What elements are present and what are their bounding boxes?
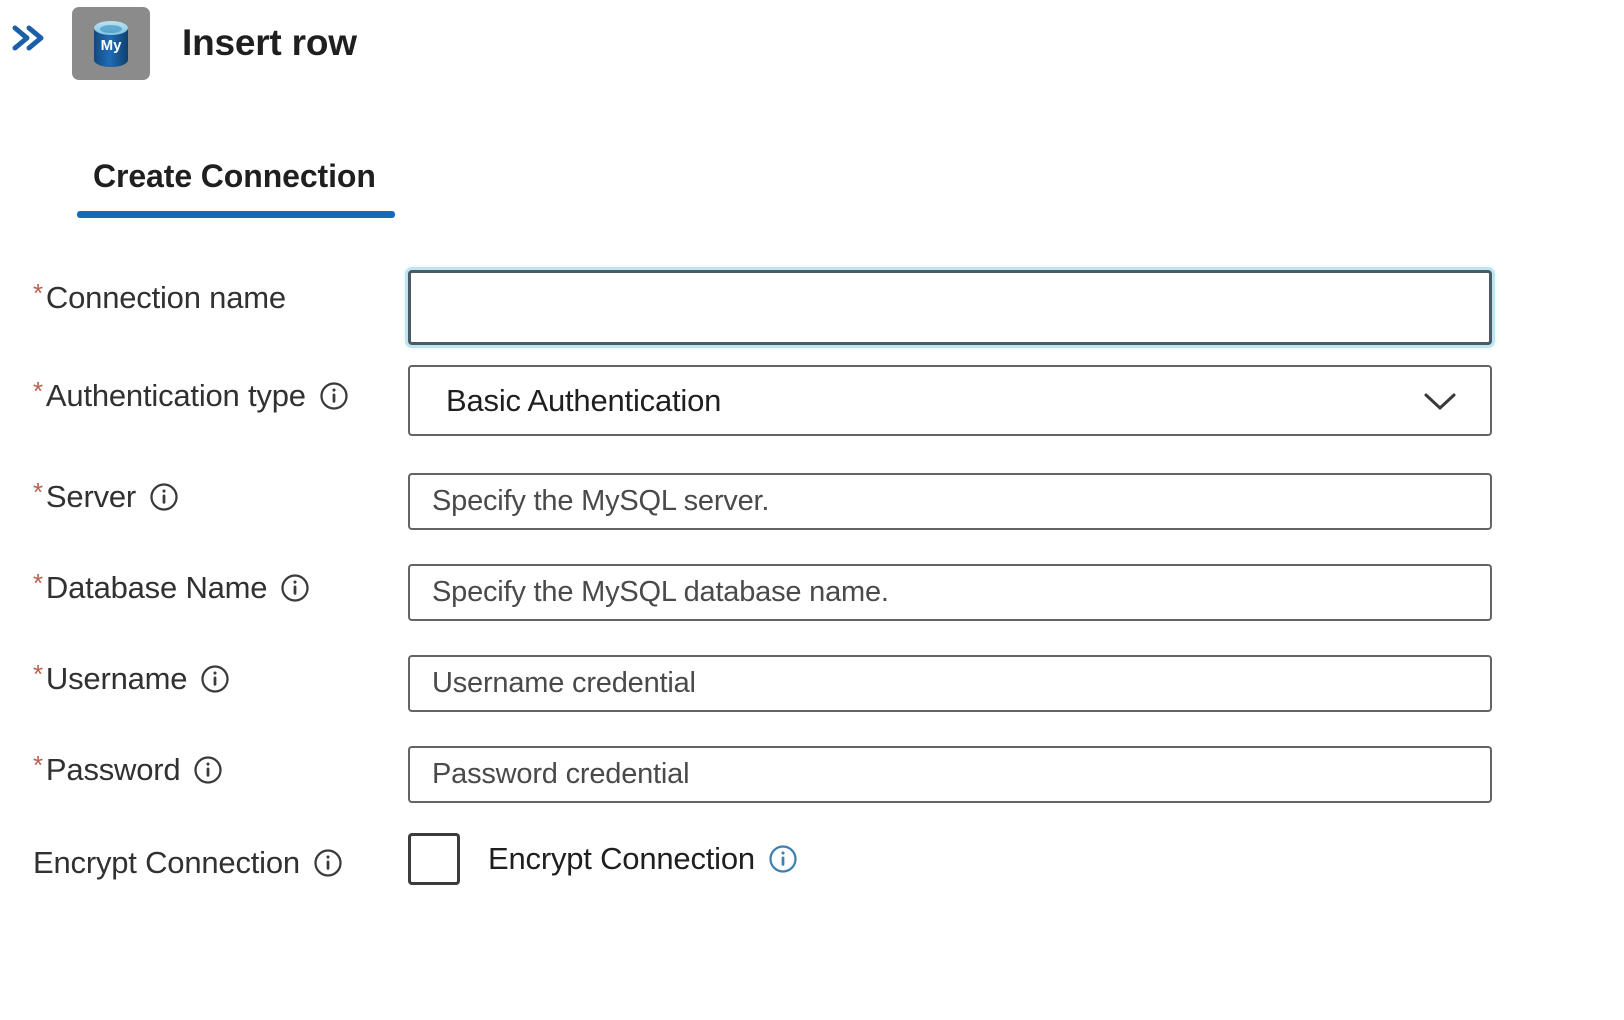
mysql-database-icon: My bbox=[72, 7, 150, 80]
label-server: * Server bbox=[33, 479, 179, 515]
database-name-input[interactable] bbox=[408, 564, 1492, 621]
control-connection-name bbox=[408, 270, 1492, 345]
panel-header: My Insert row bbox=[0, 0, 1624, 100]
label-connection-name: * Connection name bbox=[33, 280, 286, 316]
control-database-name bbox=[408, 564, 1492, 621]
double-chevron-right-icon[interactable] bbox=[8, 16, 52, 60]
control-server bbox=[408, 473, 1492, 530]
required-marker: * bbox=[33, 750, 43, 780]
control-authentication-type: Basic Authentication bbox=[408, 365, 1492, 436]
label-authentication-type: * Authentication type bbox=[33, 378, 349, 414]
required-marker: * bbox=[33, 376, 43, 406]
tab-active-indicator bbox=[77, 211, 395, 218]
label-text: Encrypt Connection bbox=[33, 845, 300, 880]
label-text: Authentication type bbox=[45, 378, 306, 413]
encrypt-connection-checkbox[interactable] bbox=[408, 833, 460, 885]
form-row-connection-name: * Connection name bbox=[0, 258, 1624, 353]
connection-name-input[interactable] bbox=[408, 270, 1492, 345]
dropdown-selected-value: Basic Authentication bbox=[446, 382, 722, 418]
label-username: * Username bbox=[33, 661, 230, 697]
required-marker: * bbox=[33, 278, 43, 308]
tab-create-connection[interactable]: Create Connection bbox=[75, 140, 394, 212]
control-username bbox=[408, 655, 1492, 712]
form-row-encrypt-connection: Encrypt Connection Encrypt Connection bbox=[0, 825, 1624, 925]
form-row-database-name: * Database Name bbox=[0, 552, 1624, 643]
required-marker: * bbox=[33, 568, 43, 598]
create-connection-form: * Connection name * Authentication type … bbox=[0, 258, 1624, 925]
info-icon[interactable] bbox=[200, 664, 230, 694]
info-icon[interactable] bbox=[193, 755, 223, 785]
label-text: Connection name bbox=[45, 280, 286, 315]
label-text: Password bbox=[45, 752, 181, 787]
tabstrip: Create Connection bbox=[0, 140, 1624, 220]
label-text: Username bbox=[45, 661, 188, 696]
page-title: Insert row bbox=[182, 22, 357, 63]
svg-text:My: My bbox=[101, 37, 122, 54]
encrypt-connection-checkbox-label[interactable]: Encrypt Connection bbox=[488, 841, 798, 877]
label-database-name: * Database Name bbox=[33, 570, 310, 606]
label-text: Database Name bbox=[45, 570, 268, 605]
chevron-down-icon[interactable] bbox=[1418, 387, 1462, 415]
form-row-username: * Username bbox=[0, 643, 1624, 734]
info-icon[interactable] bbox=[319, 381, 349, 411]
password-input[interactable] bbox=[408, 746, 1492, 803]
control-password bbox=[408, 746, 1492, 803]
label-encrypt-connection: Encrypt Connection bbox=[33, 845, 343, 881]
authentication-type-dropdown[interactable]: Basic Authentication bbox=[408, 365, 1492, 436]
info-icon[interactable] bbox=[313, 848, 343, 878]
required-marker: * bbox=[33, 659, 43, 689]
form-row-authentication-type: * Authentication type Basic Authenticati… bbox=[0, 353, 1624, 461]
info-icon[interactable] bbox=[149, 482, 179, 512]
label-password: * Password bbox=[33, 752, 223, 788]
info-icon[interactable] bbox=[280, 573, 310, 603]
checkbox-label-text: Encrypt Connection bbox=[488, 841, 755, 876]
label-text: Server bbox=[45, 479, 137, 514]
form-row-password: * Password bbox=[0, 734, 1624, 825]
username-input[interactable] bbox=[408, 655, 1492, 712]
server-input[interactable] bbox=[408, 473, 1492, 530]
form-row-server: * Server bbox=[0, 461, 1624, 552]
required-marker: * bbox=[33, 477, 43, 507]
info-icon[interactable] bbox=[768, 844, 798, 874]
tab-label: Create Connection bbox=[93, 157, 376, 194]
control-encrypt-connection: Encrypt Connection bbox=[408, 833, 798, 885]
